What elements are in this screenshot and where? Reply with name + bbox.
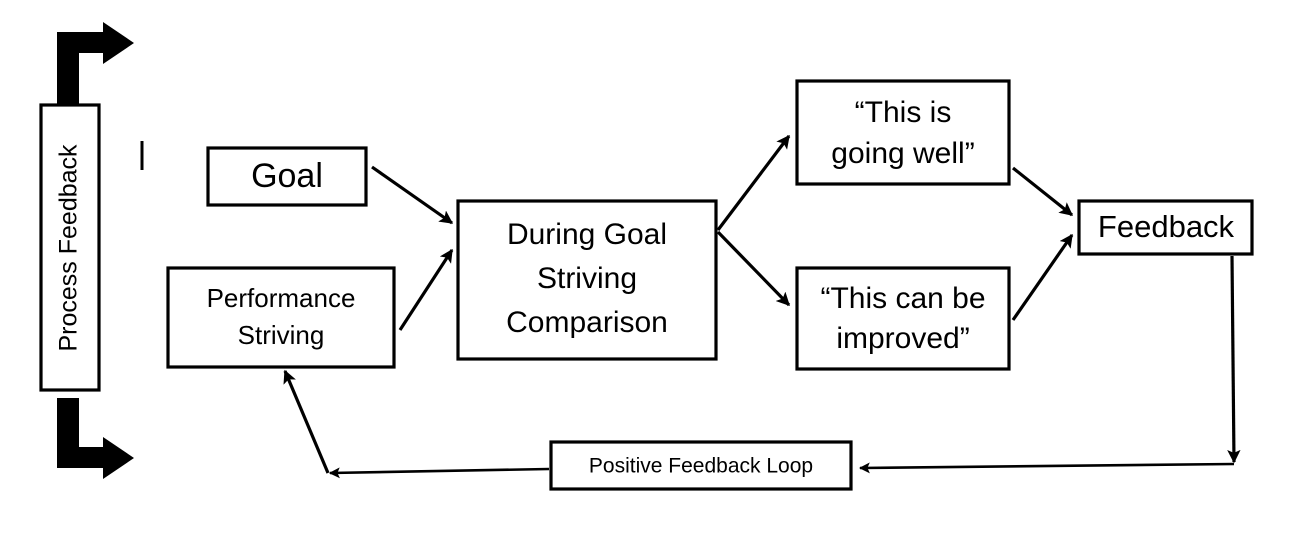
positive-feedback-loop-box xyxy=(549,440,853,491)
edge-comparison-to-quote-improve xyxy=(716,230,791,307)
edge-quote-improve-to-feedback xyxy=(1011,233,1074,321)
node-quote-positive[interactable]: “This is going well” xyxy=(795,79,1011,186)
quote-positive-label-line2: going well” xyxy=(831,137,974,170)
quote-improve-label-line1: “This can be xyxy=(820,282,985,315)
edge-goal-to-comparison xyxy=(371,165,454,225)
edge-feedback-down-segment xyxy=(1227,255,1241,464)
edge-feedback-to-positive-feedback-loop xyxy=(858,462,1235,474)
bottom-bent-block-arrow xyxy=(57,398,134,479)
quote-positive-box xyxy=(795,79,1011,186)
positive-feedback-loop-label: Positive Feedback Loop xyxy=(589,455,813,478)
quote-improve-label-line2: improved” xyxy=(836,322,969,355)
comparison-label-line1: During Goal xyxy=(507,218,667,251)
edge-quote-positive-to-feedback xyxy=(1012,166,1074,217)
node-comparison[interactable]: During Goal Striving Comparison xyxy=(456,199,718,361)
node-goal[interactable]: Goal xyxy=(206,146,368,207)
quote-positive-label-line1: “This is xyxy=(855,96,952,129)
process-feedback-box xyxy=(39,103,101,392)
node-quote-improve[interactable]: “This can be improved” xyxy=(795,266,1011,371)
goal-box xyxy=(206,146,368,207)
node-performance-striving[interactable]: Performance Striving xyxy=(166,266,396,369)
edge-positive-feedback-loop-to-performance-striving xyxy=(283,369,330,474)
process-feedback-label: Process Feedback xyxy=(55,144,83,352)
node-feedback[interactable]: Feedback xyxy=(1077,199,1254,256)
performance-striving-box xyxy=(166,266,396,369)
edge-positive-feedback-loop-left-segment xyxy=(328,467,550,479)
feedback-label: Feedback xyxy=(1098,209,1235,244)
comparison-label-line2: Striving xyxy=(537,262,637,295)
node-positive-feedback-loop[interactable]: Positive Feedback Loop xyxy=(549,440,853,491)
performance-striving-label-line1: Performance xyxy=(207,283,356,313)
goal-label: Goal xyxy=(251,157,323,195)
feedback-box xyxy=(1077,199,1254,256)
performance-striving-label-line2: Striving xyxy=(238,320,325,350)
node-process-feedback[interactable]: Process Feedback xyxy=(39,103,101,392)
edge-performance-striving-to-comparison xyxy=(398,248,454,331)
top-bent-block-arrow xyxy=(57,22,134,104)
edge-comparison-to-quote-positive xyxy=(716,134,791,231)
comparison-label-line3: Comparison xyxy=(506,306,668,339)
quote-improve-box xyxy=(795,266,1011,371)
comparison-box xyxy=(456,199,718,361)
